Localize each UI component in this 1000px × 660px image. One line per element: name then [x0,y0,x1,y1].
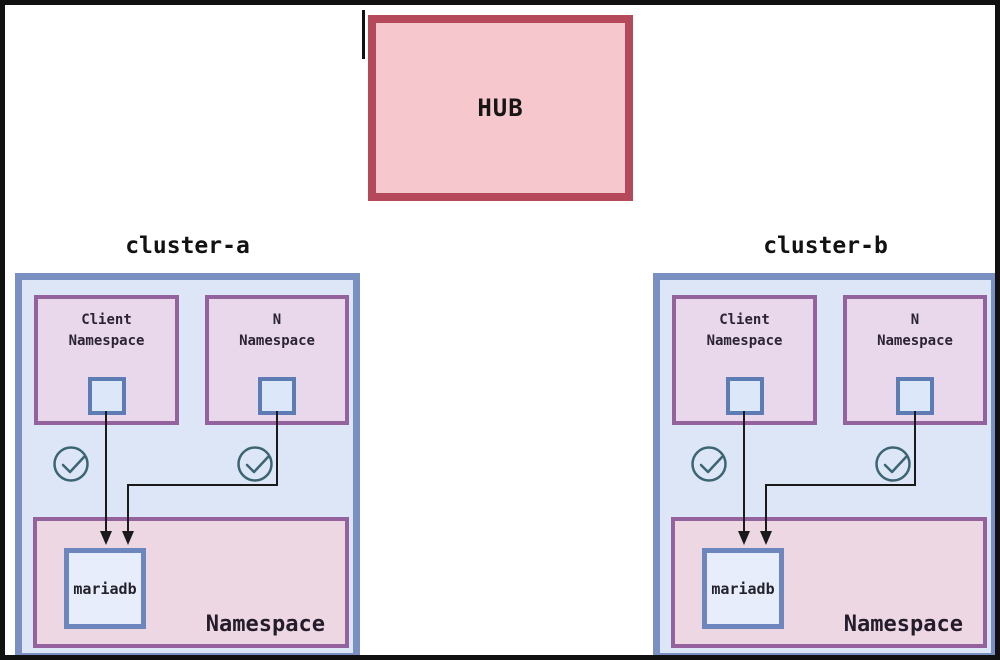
pod-square [725,377,764,415]
cluster-a-bottom-namespace-box: mariadb Namespace [33,517,349,648]
connector-line [127,411,278,533]
n-namespace-label-line2: Namespace [239,333,315,349]
mariadb-box: mariadb [702,548,784,629]
check-icon [691,446,727,482]
cluster-a-n-namespace-box: N Namespace [205,295,349,425]
cluster-b-title: cluster-b [763,233,888,259]
cluster-b-client-namespace-box: Client Namespace [672,295,817,425]
n-namespace-label-line1: N [910,312,920,328]
client-namespace-label-line1: Client [81,312,132,328]
check-icon [237,446,273,482]
cluster-a-title: cluster-a [125,233,250,259]
cluster-b-n-namespace-box: N Namespace [843,295,987,425]
n-namespace-label: N Namespace [209,310,345,352]
check-icon [53,446,89,482]
hub-box: HUB [368,15,633,201]
connector-line [765,411,916,533]
hub-connector-stub [362,10,365,59]
pod-square [87,377,126,415]
n-namespace-label-line2: Namespace [877,333,953,349]
client-namespace-label-line2: Namespace [706,333,783,349]
pod-square [896,377,934,415]
hub-label: HUB [477,94,524,122]
pod-square [258,377,296,415]
client-namespace-label-line2: Namespace [68,333,145,349]
client-namespace-label: Client Namespace [676,310,813,352]
cluster-a-box: Client Namespace N Namespace mariadb Nam… [15,273,360,655]
bottom-namespace-label: Namespace [205,612,325,637]
client-namespace-label-line1: Client [719,312,770,328]
n-namespace-label: N Namespace [847,310,983,352]
cluster-b-bottom-namespace-box: mariadb Namespace [671,517,987,648]
cluster-a-client-namespace-box: Client Namespace [34,295,179,425]
mariadb-label: mariadb [711,579,775,598]
bottom-namespace-label: Namespace [843,612,963,637]
mariadb-label: mariadb [73,579,137,598]
client-namespace-label: Client Namespace [38,310,175,352]
n-namespace-label-line1: N [272,312,282,328]
cluster-b-box: Client Namespace N Namespace mariadb Nam… [653,273,995,655]
check-icon [875,446,911,482]
mariadb-box: mariadb [64,548,146,629]
